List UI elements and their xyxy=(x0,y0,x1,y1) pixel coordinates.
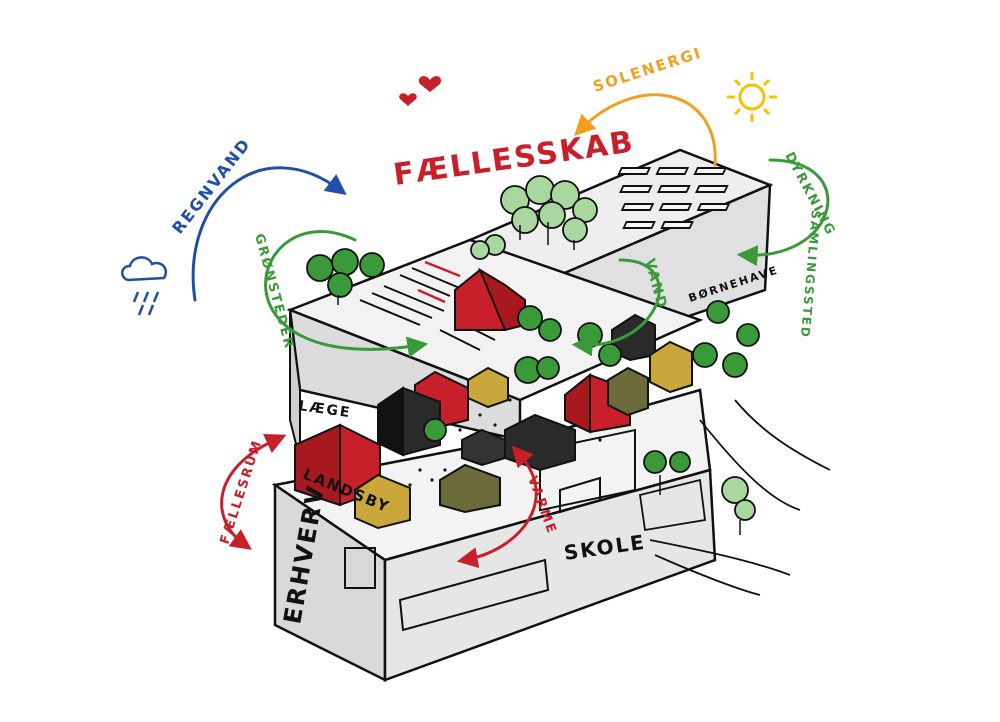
house-red-1 xyxy=(294,423,381,507)
title-faellesskab: FÆLLESSKAB xyxy=(391,124,636,192)
trees xyxy=(306,175,760,535)
house-black-1 xyxy=(377,386,441,457)
arrow-dyrkning xyxy=(736,158,830,267)
arrow-vand xyxy=(571,258,661,357)
ground-lines xyxy=(638,399,831,596)
house-olive-2 xyxy=(607,366,649,417)
label-gronsteder: GRØNSTEDER xyxy=(251,232,296,351)
house-yellow-2 xyxy=(467,366,509,409)
heart-icon xyxy=(399,76,442,106)
house-yellow-1 xyxy=(354,473,411,530)
flow-arrows xyxy=(191,93,830,569)
arrow-faellesrum xyxy=(220,433,287,550)
arrow-gronsteder xyxy=(264,230,429,358)
label-regnvand: REGNVAND xyxy=(168,134,254,237)
label-samlingssted: SAMLINGSSTED xyxy=(798,210,823,340)
label-faellesrum: FÆLLESRUM xyxy=(218,438,266,547)
solar-panels xyxy=(617,167,731,229)
label-laege: LÆGE xyxy=(297,398,352,421)
house-yellow-3 xyxy=(649,340,693,394)
sun-icon xyxy=(727,72,777,122)
label-solenergi: SOLENERGI xyxy=(591,44,705,96)
arrow-solenergi xyxy=(574,93,717,167)
cloud-icon xyxy=(121,256,168,316)
arrow-varme xyxy=(456,445,538,569)
arrow-regnvand xyxy=(191,166,347,302)
